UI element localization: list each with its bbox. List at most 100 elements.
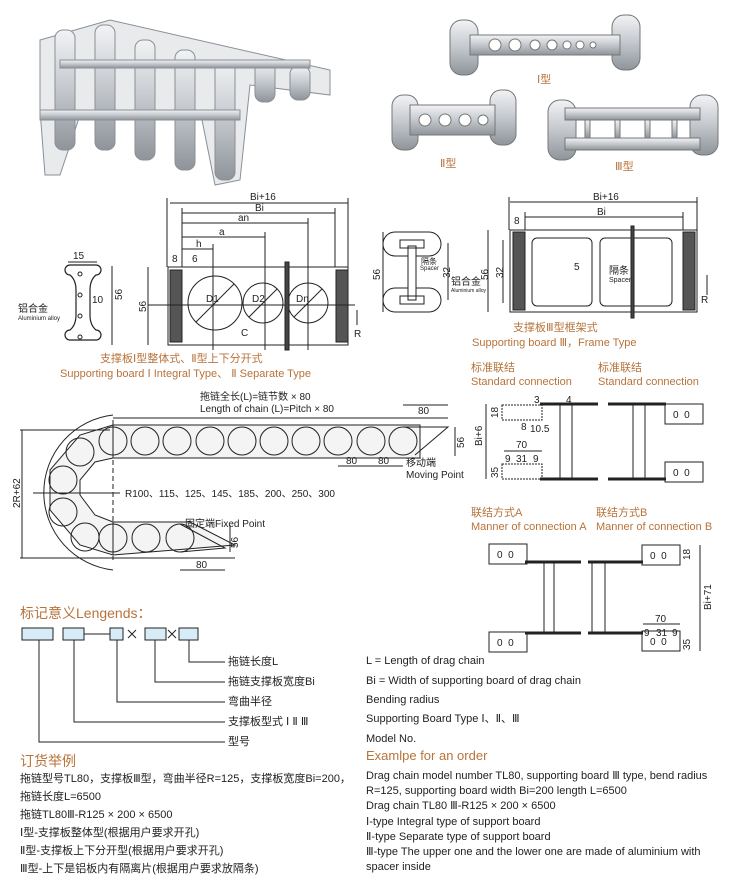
connection-a-cn: 联结方式A bbox=[471, 505, 523, 519]
dim-31: 31 bbox=[656, 628, 668, 639]
dim-10: 10 bbox=[92, 295, 104, 306]
dim-h: h bbox=[196, 239, 202, 250]
r-label: R bbox=[354, 329, 361, 340]
dim-32: 32 bbox=[442, 266, 453, 278]
dn-label: Dn bbox=[296, 294, 309, 305]
dim-56: 56 bbox=[230, 536, 241, 548]
dim-a: a bbox=[219, 227, 225, 238]
dim-35: 35 bbox=[682, 638, 693, 650]
dim-8: 8 bbox=[514, 216, 520, 227]
dim-9: 9 bbox=[644, 628, 650, 639]
type2-label: Ⅱ型 bbox=[440, 156, 456, 170]
legend-en-line: Supporting Board Type Ⅰ、Ⅱ、Ⅲ bbox=[366, 713, 520, 725]
dim-9: 9 bbox=[533, 454, 539, 465]
dim-56: 56 bbox=[480, 268, 491, 280]
order-line: Ⅱ型-支撑板上下分开型(根据用户要求开孔) bbox=[20, 845, 224, 857]
connection-diagrams bbox=[485, 402, 704, 653]
board3-title-en: Supporting board Ⅲ，Frame Type bbox=[472, 337, 637, 349]
legend-item-model: 型号 bbox=[228, 736, 250, 748]
spacer-label-en: Spacer bbox=[420, 266, 439, 272]
board3-diagram bbox=[382, 197, 708, 319]
dim-56: 56 bbox=[114, 288, 125, 300]
dim-80: 80 bbox=[418, 406, 430, 417]
dim-56: 56 bbox=[456, 436, 467, 448]
dim-9: 9 bbox=[672, 628, 678, 639]
dim-18: 18 bbox=[682, 548, 693, 560]
legend-en-line: Bi = Width of supporting board of drag c… bbox=[366, 675, 581, 687]
order-line: Ⅰ型-支撑板整体型(根据用户要求开孔) bbox=[20, 827, 200, 839]
hole-pair: 0 0 bbox=[497, 638, 514, 649]
dim-bi71: Bi+71 bbox=[703, 584, 714, 610]
dim-70: 70 bbox=[655, 614, 667, 625]
dim-6: 6 bbox=[192, 254, 198, 265]
dim-4: 4 bbox=[566, 395, 572, 406]
dim-bi: Bi bbox=[597, 207, 606, 218]
moving-point-en: Moving Point bbox=[406, 470, 464, 481]
type3-board-photo bbox=[547, 94, 719, 161]
standard-connection-en: Standard connection bbox=[598, 376, 699, 388]
d1-label: D1 bbox=[206, 294, 219, 305]
dim-an: an bbox=[238, 213, 249, 224]
dim-bi6: Bi+6 bbox=[474, 425, 485, 446]
dim-35: 35 bbox=[490, 466, 501, 478]
dim-8: 8 bbox=[172, 254, 178, 265]
legend-item-board-type: 支撑板型式 Ⅰ Ⅱ Ⅲ bbox=[228, 716, 309, 728]
d2-label: D2 bbox=[252, 294, 265, 305]
order-en-line: Drag chain TL80 Ⅲ-R125 × 200 × 6500 bbox=[366, 800, 556, 812]
order-line: Ⅲ型-上下是铝板内有隔离片(根据用户要求放隔条) bbox=[20, 863, 259, 875]
alloy-label-en: Aluminium alloy bbox=[18, 316, 60, 322]
drag-chain-photo bbox=[39, 19, 331, 186]
c-label: C bbox=[241, 328, 248, 339]
order-title-en: Examlpe for an order bbox=[366, 748, 488, 763]
dim-56: 56 bbox=[372, 268, 383, 280]
type1-label: Ⅰ型 bbox=[537, 72, 551, 86]
order-en-line: Ⅱ-type Separate type of support board bbox=[366, 831, 551, 843]
moving-point-cn: 移动端 bbox=[406, 456, 436, 469]
type1-board-photo bbox=[449, 14, 641, 76]
type3-label: Ⅲ型 bbox=[615, 159, 634, 173]
dim-31: 31 bbox=[516, 454, 528, 465]
connection-b-en: Manner of connection B bbox=[596, 521, 712, 533]
dim-8: 8 bbox=[521, 422, 527, 433]
hole-pair: 0 0 bbox=[650, 637, 667, 648]
dim-80: 80 bbox=[196, 560, 208, 571]
standard-connection-en: Standard connection bbox=[471, 376, 572, 388]
order-en-line: spacer inside bbox=[366, 861, 431, 873]
connection-b-cn: 联结方式B bbox=[596, 505, 647, 519]
order-line: 拖链TL80Ⅲ-R125 × 200 × 6500 bbox=[20, 809, 173, 821]
r-label: R bbox=[701, 295, 708, 306]
spacer-label-cn: 隔条 bbox=[421, 256, 437, 266]
dim-10-5: 10.5 bbox=[530, 424, 550, 435]
dim-56: 56 bbox=[138, 300, 149, 312]
alloy-label-cn: 铝合金 bbox=[451, 275, 481, 288]
chain-length-cn: 拖链全长(L)=链节数 × 80 bbox=[200, 390, 311, 403]
chain-length-en: Length of chain (L)=Pitch × 80 bbox=[200, 404, 334, 415]
connection-a-en: Manner of connection A bbox=[471, 521, 587, 533]
chain-diagram bbox=[20, 404, 456, 571]
standard-connection-cn: 标准联结 bbox=[471, 360, 515, 374]
alloy-label-en: Aluminium alloy bbox=[451, 288, 487, 294]
legend-item-length: 拖链长度L bbox=[228, 656, 279, 668]
standard-connection-cn: 标准联结 bbox=[598, 360, 642, 374]
hole-pair: 0 0 bbox=[673, 410, 690, 421]
dim-18: 18 bbox=[490, 406, 501, 418]
board12-title-en: Supporting board Ⅰ Integral Type、 Ⅱ Sepa… bbox=[60, 368, 311, 380]
legend-en-line: Model No. bbox=[366, 733, 417, 745]
height-label: 2R+62 bbox=[12, 478, 23, 508]
dim-32: 32 bbox=[495, 266, 506, 278]
hole-pair: 0 0 bbox=[650, 551, 667, 562]
dim-80: 80 bbox=[346, 456, 358, 467]
order-line: 拖链型号TL80，支撑板Ⅲ型，弯曲半径R=125，支撑板宽度Bi=200， bbox=[20, 773, 351, 785]
dim-bi: Bi bbox=[255, 203, 264, 214]
alloy-label-cn: 铝合金 bbox=[18, 302, 48, 315]
spacer-label-en: Spacer bbox=[609, 277, 632, 284]
dim-9: 9 bbox=[505, 454, 511, 465]
order-en-line: R=125, supporting board width Bi=200 len… bbox=[366, 785, 627, 797]
order-en-line: Ⅲ-type The upper one and the lower one a… bbox=[366, 846, 701, 858]
board12-diagram bbox=[64, 198, 358, 351]
legend-item-width: 拖链支撑板宽度Bi bbox=[228, 676, 315, 688]
board3-title-cn: 支撑板Ⅲ型框架式 bbox=[513, 320, 598, 334]
dim-bi16: Bi+16 bbox=[593, 192, 619, 203]
legend-title: 标记意义Lengends： bbox=[20, 605, 152, 621]
